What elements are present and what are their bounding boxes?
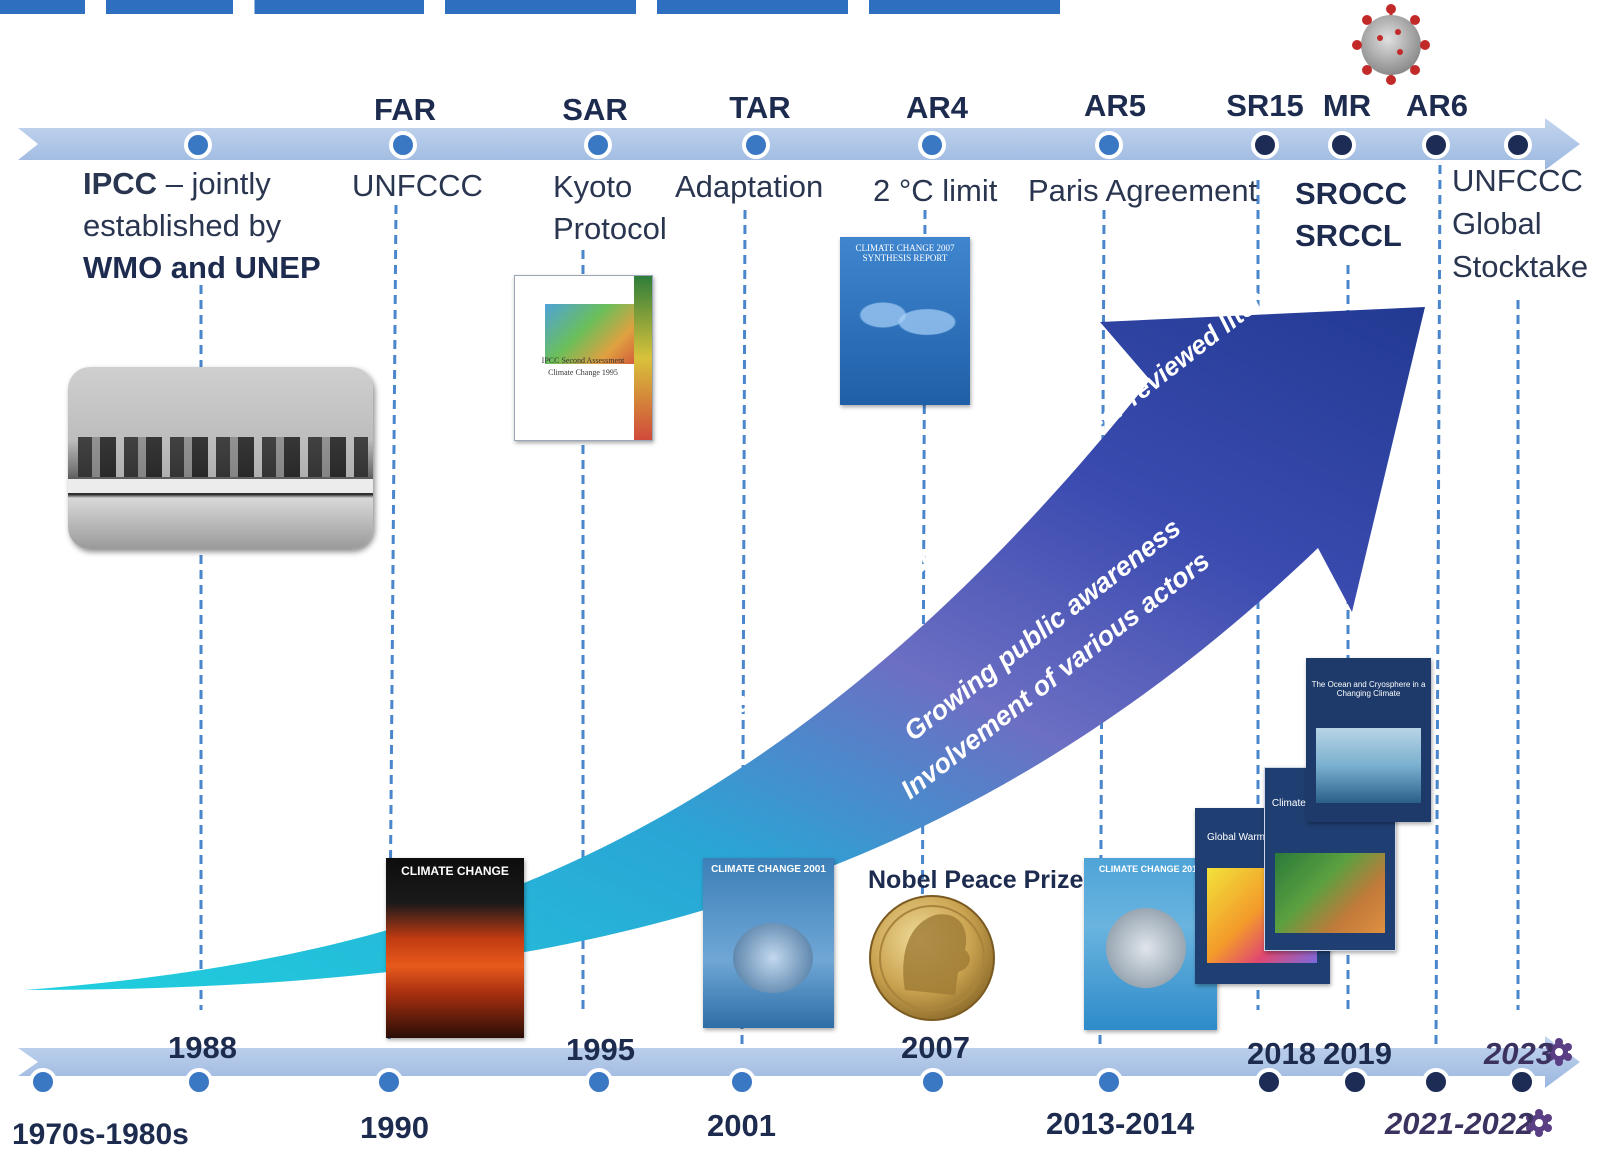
report-label-tar: TAR [729,90,791,125]
kyoto-line-2: Protocol [553,210,667,246]
ar4-cover-title: CLIMATE CHANGE 2007 SYNTHESIS REPORT [855,243,955,263]
srocc-cover: The Ocean and Cryosphere in a Changing C… [1306,658,1431,822]
event-kyoto: Kyoto Protocol [553,166,667,250]
event-ipcc-established: IPCC – jointly established by WMO and UN… [83,163,321,289]
ar4-cover: CLIMATE CHANGE 2007 SYNTHESIS REPORT [840,237,970,405]
report-label-ar5: AR5 [1083,88,1147,123]
top-dots [184,131,1532,159]
ipcc-wmo-unep: WMO and UNEP [83,249,321,285]
flower-icon-2021 [1526,1109,1552,1137]
dot-2021 [1422,1068,1450,1096]
gst-line-2: Global [1452,205,1542,241]
dot-1988 [185,1068,213,1096]
dot-ar5 [1095,131,1123,159]
year-2013-2014: 2013-2014 [1046,1106,1195,1141]
year-1988: 1988 [168,1030,237,1065]
gst-line-1: UNFCCC [1452,163,1583,198]
dot-1995 [585,1068,613,1096]
dot-ar6 [1422,131,1450,159]
ar5-cover-title: CLIMATE CHANGE 2014 [1098,864,1203,874]
year-1990: 1990 [360,1110,429,1145]
year-2019: 2019 [1323,1036,1392,1071]
sar-cover: IPCC Second Assessment Climate Change 19… [514,275,653,441]
ar5-cover: CLIMATE CHANGE 2014 [1084,858,1217,1030]
srccl-label: SRCCL [1295,217,1402,253]
dot-top-1988 [184,131,212,159]
connector-2007 [920,209,927,1011]
ipcc-established-by: established by [83,207,282,243]
dot-2023 [1508,1068,1536,1096]
connector-1990 [387,204,398,1046]
dot-2013 [1095,1068,1123,1096]
srocc-cover-title: The Ocean and Cryosphere in a Changing C… [1311,680,1426,698]
dot-sar [584,131,612,159]
nobel-prize-label: Nobel Peace Prize [868,866,1084,894]
dot-gst [1504,131,1532,159]
tar-cover: CLIMATE CHANGE 2001 [703,858,834,1028]
dot-1990 [375,1068,403,1096]
event-unfccc: UNFCCC [352,168,483,203]
report-label-mr: MR [1322,88,1372,123]
event-paris-agreement: Paris Agreement [1028,173,1258,208]
ipcc-founding-photo [68,367,373,549]
dot-2019 [1341,1068,1369,1096]
year-2021-2022: 2021-2022 [1385,1106,1534,1141]
ipcc-label: IPCC [83,166,158,201]
report-label-sr15: SR15 [1226,88,1304,123]
dot-2007 [919,1068,947,1096]
year-1995: 1995 [566,1032,635,1067]
dot-mr [1328,131,1356,159]
dot-far [389,131,417,159]
title-remnant [0,0,1060,14]
report-label-far: FAR [374,92,436,127]
coronavirus-icon [1352,4,1430,85]
bottom-timeline-bar [18,1036,1580,1088]
sr15-cover-title: Global Warm [1207,832,1265,843]
sar-cover-title: IPCC Second Assessment [541,356,625,365]
kyoto-line-1: Kyoto [553,169,633,204]
far-cover: CLIMATE CHANGE [386,858,524,1038]
tar-cover-title: CLIMATE CHANGE 2001 [711,864,826,875]
connector-2021 [1434,164,1442,1046]
gst-line-3: Stocktake [1452,248,1589,284]
event-srocc-srccl: SROCC SRCCL [1295,173,1407,257]
sar-cover-subtitle: Climate Change 1995 [548,368,618,377]
year-2023: 2023 [1484,1036,1553,1071]
srocc-label: SROCC [1295,176,1407,211]
far-cover-title: CLIMATE CHANGE [401,864,509,878]
nobel-medal-icon [869,895,995,1021]
report-label-ar6: AR6 [1405,88,1469,123]
event-2c-limit: 2 °C limit [873,173,998,208]
dot-2001 [728,1068,756,1096]
year-2018: 2018 [1247,1036,1316,1071]
dot-2018 [1255,1068,1283,1096]
report-label-sar: SAR [562,92,628,127]
report-label-ar4: AR4 [905,90,969,125]
dot-1970s [29,1068,57,1096]
year-2007: 2007 [901,1030,970,1065]
ipcc-jointly: – jointly [157,166,271,201]
event-adaptation: Adaptation [675,169,824,204]
year-1970s-1980s: 1970s-1980s [12,1118,189,1151]
dot-ar4 [918,131,946,159]
dot-tar [742,131,770,159]
event-global-stocktake: UNFCCC Global Stocktake [1452,160,1588,288]
dot-sr15 [1251,131,1279,159]
bottom-dots [29,1068,1536,1096]
year-2001: 2001 [707,1108,776,1143]
flower-icon-2023 [1546,1038,1572,1066]
